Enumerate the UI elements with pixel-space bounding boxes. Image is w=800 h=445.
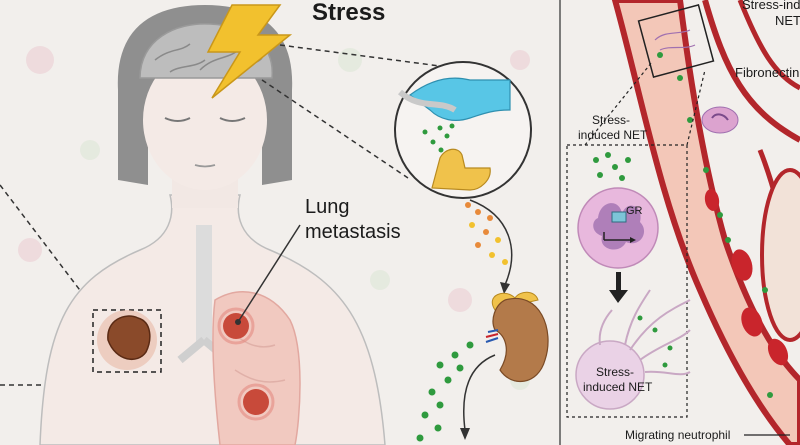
migrating-neutrophil-label: Migrating neutrophil	[625, 428, 730, 442]
stress-induced-net-top-line1: Stress-ind	[742, 0, 800, 12]
gr-neutrophil-icon	[577, 152, 659, 269]
stress-title: Stress	[312, 0, 385, 26]
dashed-zoom-box	[566, 61, 706, 418]
dashed-connector-brain	[261, 44, 471, 179]
metastasis-pointer	[237, 224, 301, 323]
net-highlight-box	[637, 4, 715, 78]
glucocorticoid-dots	[416, 341, 496, 442]
stress-induced-net-lower-line1: Stress-	[596, 365, 634, 379]
stress-induced-net-label-line2: induced NET	[578, 128, 648, 142]
net-release-icon	[575, 289, 691, 410]
kidney-adrenal-icon	[485, 291, 549, 383]
lung-metastasis-label-line1: Lung	[305, 196, 350, 218]
red-blood-cell-icon	[704, 189, 789, 366]
hormone-cascade-dots	[465, 199, 513, 294]
stress-induced-net-top-line2: NET	[775, 13, 800, 28]
tumor-icon	[92, 309, 162, 373]
stress-induced-net-label-line1: Stress-	[592, 113, 630, 127]
neuron-synapse-icon	[394, 61, 532, 199]
lung-metastasis-icon	[217, 307, 275, 421]
neutrophil-icon	[701, 106, 739, 134]
lung-metastasis-label-line2: metastasis	[305, 221, 401, 243]
lightning-icon	[206, 4, 293, 99]
stress-induced-net-lower-line2: induced NET	[583, 380, 653, 394]
down-arrow	[609, 272, 628, 303]
fibronectin-label: Fibronectin	[735, 65, 799, 80]
vessel-green-dots	[657, 52, 773, 398]
gr-label: GR	[626, 205, 643, 217]
